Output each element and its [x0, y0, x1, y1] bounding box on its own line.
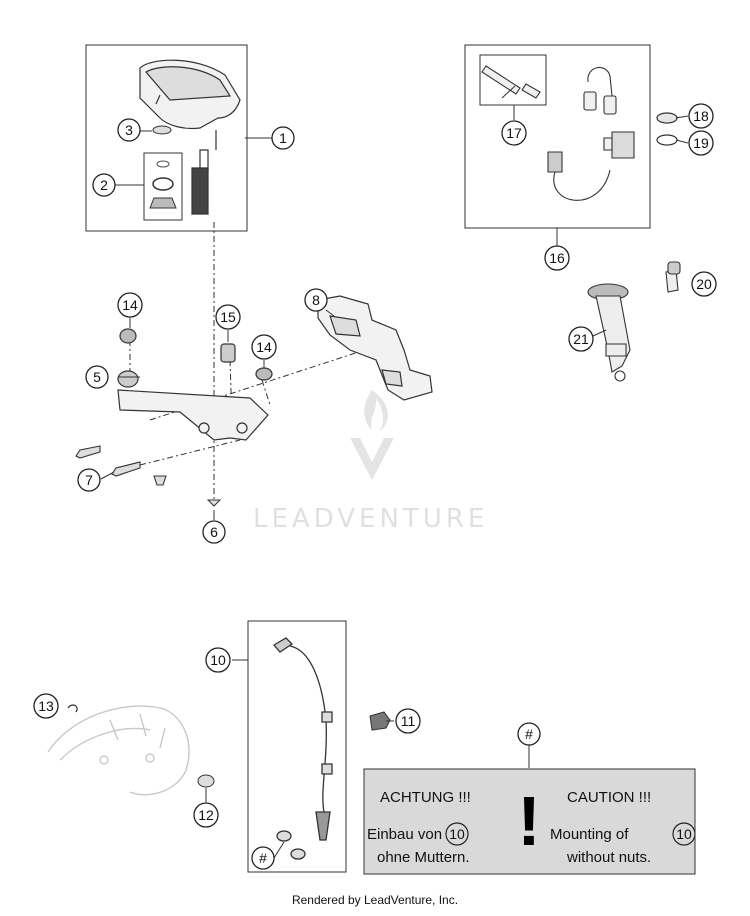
callout-circle-5	[85, 365, 109, 389]
callout-circle-hash-top	[517, 722, 541, 746]
caution-line-2: without nuts.	[566, 849, 651, 866]
callout-circle-3	[117, 118, 141, 142]
callout-circle-1	[271, 126, 295, 150]
callout-circle-2	[92, 173, 116, 197]
callout-8: 8	[312, 292, 320, 308]
nut-12-drawing	[197, 774, 215, 788]
watermark-text: LEADVENTURE	[253, 504, 488, 534]
callout-14b: 14	[256, 339, 272, 355]
key-20-drawing	[665, 261, 681, 293]
callout-circle-8	[304, 288, 328, 312]
callout-hash-bottom: #	[259, 850, 267, 866]
brake-disc-drawing	[47, 704, 190, 796]
callout-2: 2	[100, 177, 108, 193]
callout-19: 19	[693, 135, 709, 151]
caution-notice-panel	[363, 768, 696, 875]
washer-3	[152, 125, 172, 135]
lock-holder-drawing	[317, 295, 433, 401]
achtung-line-1: Einbau von	[367, 826, 442, 843]
callout-17: 17	[506, 125, 522, 141]
sensor-cable-drawing	[272, 637, 333, 860]
achtung-ref-circle	[445, 822, 469, 846]
callout-labels: 1 2 3 5 6 7 8 10 11 12 13 14 14 15 16 17…	[38, 108, 712, 866]
callout-circle-11	[395, 708, 421, 734]
washers-18-19	[656, 112, 678, 146]
callout-circle-hash-bottom	[251, 846, 275, 870]
callouts	[33, 103, 717, 870]
footer-credit: Rendered by LeadVenture, Inc.	[291, 893, 459, 907]
callout-10: 10	[210, 652, 226, 668]
screw-6	[206, 499, 222, 507]
caution-title: CAUTION !!!	[567, 789, 651, 806]
callout-5: 5	[93, 369, 101, 385]
callout-circle-19	[688, 130, 714, 156]
bracket-inner-box	[143, 152, 183, 221]
callout-12: 12	[198, 807, 214, 823]
callout-7: 7	[85, 472, 93, 488]
screws-7	[75, 445, 167, 486]
callout-circle-16	[544, 245, 570, 271]
clip-11-drawing	[369, 711, 391, 731]
callout-circle-14a	[117, 292, 143, 318]
lock-cylinder-inner-box	[479, 54, 547, 106]
tank-cap-drawing	[587, 283, 631, 382]
callout-circle-14b	[251, 334, 277, 360]
callout-circle-20	[691, 271, 717, 297]
flame-logo	[364, 390, 388, 432]
callout-circle-21	[568, 326, 594, 352]
callout-6: 6	[210, 524, 218, 540]
exclamation-mark: !	[517, 782, 540, 860]
achtung-title: ACHTUNG !!!	[380, 789, 471, 806]
callout-1: 1	[279, 130, 287, 146]
caution-line-1: Mounting of	[550, 826, 629, 843]
callout-circle-12	[193, 802, 219, 828]
achtung-line-2: ohne Muttern.	[377, 849, 470, 866]
callout-20: 20	[696, 276, 712, 292]
callout-15: 15	[220, 309, 236, 325]
callout-16: 16	[549, 250, 565, 266]
headlight-bracket-drawing	[117, 328, 273, 441]
speedometer-drawing	[139, 59, 241, 215]
callout-circle-17	[501, 120, 527, 146]
v-logo	[350, 438, 394, 480]
ignition-lock-drawing	[481, 65, 635, 201]
sensor-cable-box	[247, 620, 347, 873]
leadventure-watermark: LEADVENTURE	[253, 390, 488, 534]
callout-18: 18	[693, 108, 709, 124]
leader-lines	[100, 85, 689, 859]
caution-ref: 10	[676, 826, 692, 842]
callout-14a: 14	[122, 297, 138, 313]
callout-hash-top: #	[525, 726, 533, 742]
callout-circle-6	[202, 520, 226, 544]
callout-13: 13	[38, 698, 54, 714]
callout-circle-10	[205, 647, 231, 673]
achtung-ref: 10	[449, 826, 465, 842]
assembly-lines	[129, 222, 381, 500]
callout-circle-13	[33, 693, 59, 719]
callout-11: 11	[401, 713, 416, 729]
callout-3: 3	[125, 122, 133, 138]
callout-circle-15	[215, 304, 241, 330]
caution-ref-circle	[672, 822, 696, 846]
callout-21: 21	[573, 331, 589, 347]
caution-notice: ACHTUNG !!! CAUTION !!! ! Einbau von 10 …	[363, 768, 696, 875]
callout-circle-18	[688, 103, 714, 129]
callout-circle-7	[77, 468, 101, 492]
